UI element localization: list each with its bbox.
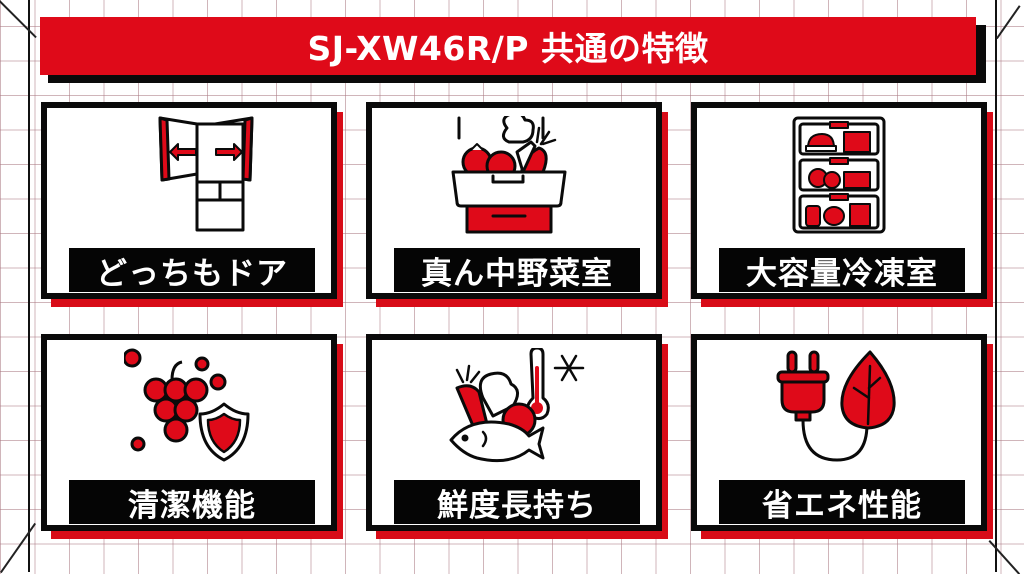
freezer-shelves-icon [697,116,981,246]
feature-label: 省エネ性能 [719,480,965,524]
feature-label: 真ん中野菜室 [394,248,640,292]
fresh-food-thermometer-icon [372,348,656,478]
card-body: 省エネ性能 [691,334,987,531]
feature-card-freshness: 鮮度長持ち [366,334,668,539]
feature-label: 大容量冷凍室 [719,248,965,292]
corner-diagonal-bottom-right [988,540,1021,574]
feature-label: 清潔機能 [69,480,315,524]
right-frame-line [995,0,997,572]
left-frame-line [28,0,30,572]
feature-card-double-door: どっちもドア [41,102,343,307]
corner-diagonal-bottom-left [0,522,36,573]
corner-diagonal-top-right [996,5,1021,39]
page-title: SJ-XW46R/P 共通の特徴 [40,17,976,75]
vegetable-drawer-icon [372,116,656,246]
grapes-shield-icon [47,348,331,478]
card-body: どっちもドア [41,102,337,299]
feature-card-energy-saving: 省エネ性能 [691,334,993,539]
title-banner: SJ-XW46R/P 共通の特徴 [40,17,996,83]
feature-card-vegetable-room: 真ん中野菜室 [366,102,668,307]
feature-label: 鮮度長持ち [394,480,640,524]
double-door-fridge-icon [47,116,331,246]
card-body: 鮮度長持ち [366,334,662,531]
feature-label: どっちもドア [69,248,315,292]
card-body: 真ん中野菜室 [366,102,662,299]
card-body: 大容量冷凍室 [691,102,987,299]
corner-diagonal-top-left [0,0,37,38]
feature-card-freezer: 大容量冷凍室 [691,102,993,307]
feature-card-clean: 清潔機能 [41,334,343,539]
card-body: 清潔機能 [41,334,337,531]
plug-leaf-icon [697,348,981,478]
